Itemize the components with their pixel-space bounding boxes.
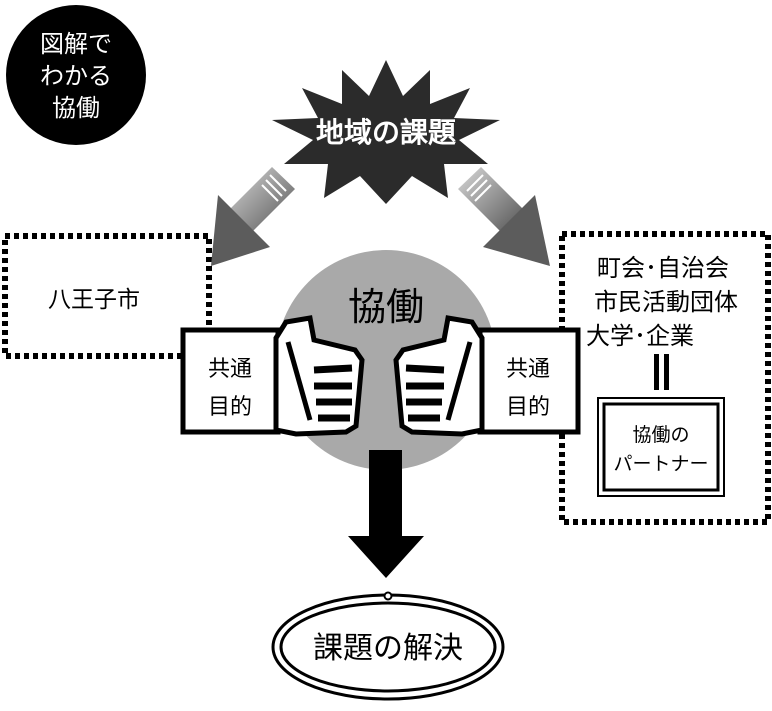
- arrow-down-head: [348, 536, 424, 578]
- badge: 図解で わかる 協働: [6, 5, 146, 145]
- partner-group-line-3: 大学･企業: [586, 322, 694, 350]
- result-oval-inner: [279, 601, 497, 693]
- left-finger-1: [313, 364, 353, 374]
- arrow-left-diagonal: [211, 167, 295, 266]
- left-sleeve-line-1: 共通: [208, 357, 252, 382]
- right-sleeve-line-1: 共通: [506, 357, 550, 382]
- left-hand: 共通 目的: [180, 315, 365, 437]
- arrow-left-stripe-2: [265, 179, 283, 197]
- result-oval-pin: [383, 591, 393, 601]
- badge-line-3: 協働: [52, 94, 100, 122]
- right-hand: 共通 目的: [393, 315, 581, 437]
- issue-burst: 地域の課題: [272, 60, 500, 204]
- arrow-down: [348, 450, 424, 578]
- result-label: 課題の解決: [313, 631, 463, 666]
- issue-label: 地域の課題: [316, 116, 457, 149]
- equals-bar-left: [654, 354, 659, 390]
- arrow-right-stripe-3: [474, 184, 492, 202]
- badge-line-1: 図解で: [40, 30, 112, 58]
- partner-group-line-1: 町会･自治会: [597, 254, 729, 282]
- arrow-right-stripe-2: [470, 179, 488, 197]
- right-sleeve-line-2: 目的: [506, 395, 550, 420]
- right-sleeve: [477, 327, 581, 435]
- partner-group-line-2: 市民活動団体: [594, 288, 738, 316]
- badge-circle: [6, 5, 146, 145]
- partner-box-line-1: 協働の: [632, 424, 689, 446]
- arrow-left-stripe-1: [269, 174, 287, 192]
- partner-box-inner: [602, 402, 720, 492]
- left-sleeve-line-2: 目的: [208, 395, 252, 420]
- partner-box-line-2: パートナー: [613, 453, 708, 475]
- partner-group: 町会･自治会 市民活動団体 大学･企業 協働の パートナー: [559, 231, 771, 525]
- city-label: 八王子市: [48, 287, 140, 313]
- left-thumb-line: [285, 341, 313, 421]
- partner-box: 協働の パートナー: [597, 397, 725, 497]
- issue-burst-shape: [272, 60, 500, 204]
- left-sleeve: [180, 327, 281, 435]
- right-thumb-line: [445, 341, 473, 421]
- center-label: 協働: [348, 285, 424, 329]
- arrow-right-diagonal: [458, 167, 550, 266]
- city-box: 八王子市: [2, 233, 212, 359]
- result-oval: 課題の解決: [271, 591, 505, 701]
- arrow-left-stripe-3: [261, 184, 279, 202]
- arrow-left-head: [211, 195, 270, 266]
- equals-bar-right: [664, 354, 669, 390]
- badge-line-2: わかる: [40, 62, 112, 90]
- arrow-down-shaft: [369, 450, 402, 538]
- right-finger-1: [405, 364, 445, 374]
- arrow-right-head: [483, 195, 550, 266]
- city-box-border: [2, 233, 212, 359]
- arrow-right-stripe-1: [466, 174, 484, 192]
